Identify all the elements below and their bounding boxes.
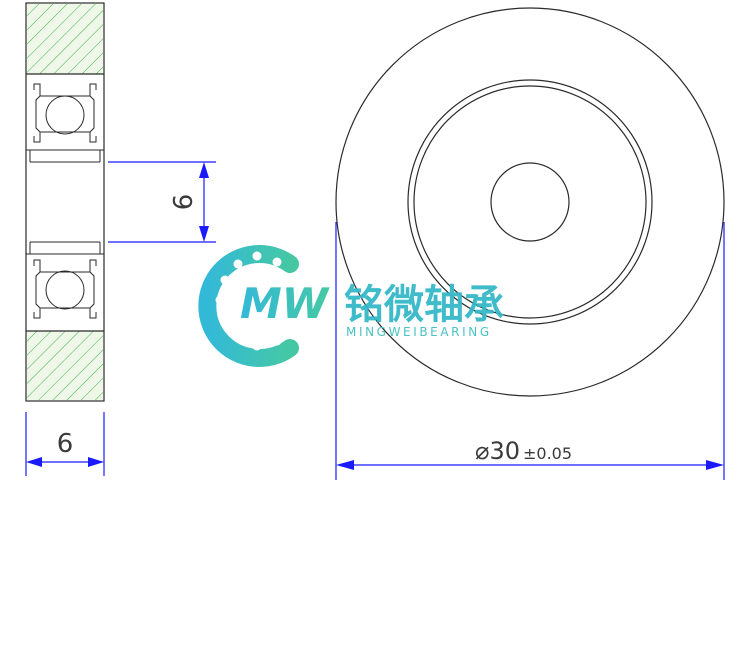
side-section-view xyxy=(25,2,105,402)
bore-circle xyxy=(490,162,570,242)
hatch-top xyxy=(27,4,103,74)
diameter-dimension-label: ⌀30±0.05 xyxy=(475,437,572,465)
diameter-symbol: ⌀ xyxy=(475,437,489,465)
logo-name-chinese: 铭微轴承 xyxy=(344,282,504,328)
upper-ball xyxy=(45,95,85,135)
front-view xyxy=(335,7,725,397)
upper-bearing-section xyxy=(33,83,97,143)
side-view-outline xyxy=(25,2,105,402)
lower-ball xyxy=(45,270,85,310)
logo-name-english: MINGWEIBEARING xyxy=(346,325,492,339)
outer-diameter-circle xyxy=(335,7,725,397)
width-dimension-label: 6 xyxy=(57,429,74,459)
width-dimension: 6 xyxy=(25,412,105,476)
diameter-value: 30 xyxy=(489,437,520,465)
diameter-tolerance: ±0.05 xyxy=(523,444,572,463)
diameter-dimension: ⌀30±0.05 xyxy=(335,222,725,480)
hatch-bottom xyxy=(27,331,103,400)
bore-dimension: 6 xyxy=(108,161,216,243)
logo-bearing-ring-icon xyxy=(198,245,299,367)
logo-letters: MW xyxy=(240,279,331,328)
bore-dimension-label: 6 xyxy=(169,194,199,211)
bearing-inner-edge-circle xyxy=(413,85,647,319)
brand-watermark: MW 铭微轴承 MINGWEIBEARING xyxy=(198,245,504,367)
bearing-outer-ring-circle xyxy=(407,79,653,325)
lower-bearing-section xyxy=(33,259,97,319)
